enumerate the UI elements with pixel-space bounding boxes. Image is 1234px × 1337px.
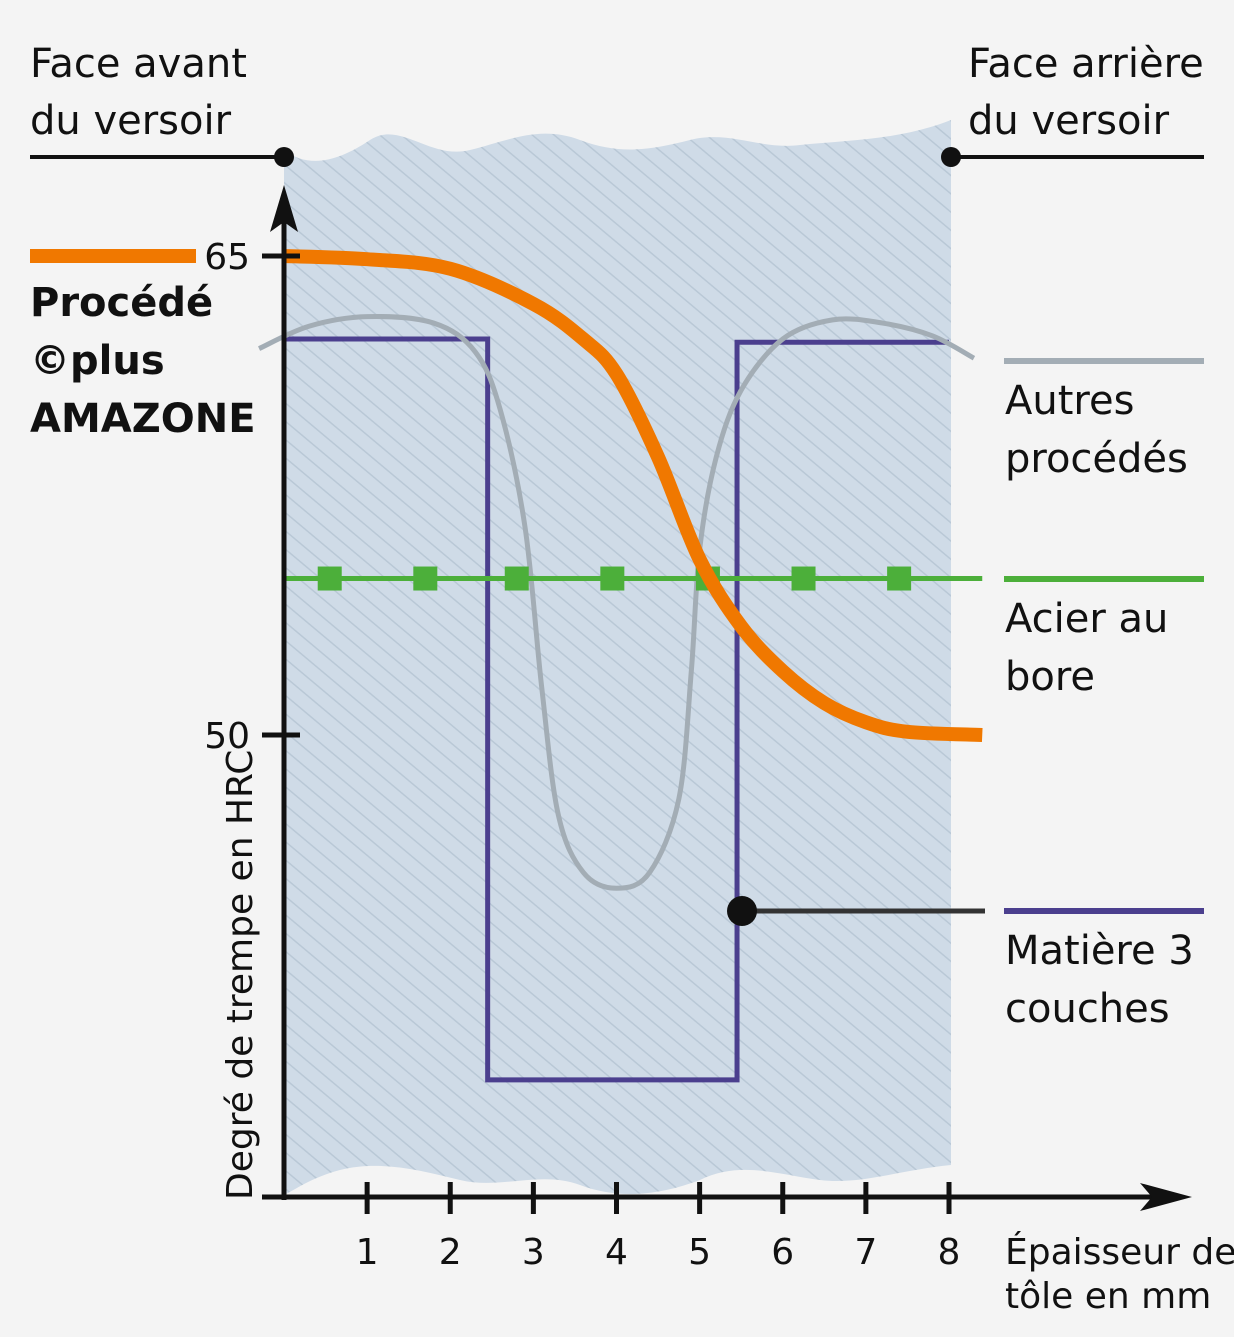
back-face-label-1: Face arrière: [968, 41, 1204, 87]
boron-steel-marker: [600, 566, 625, 591]
y-tick-label: 65: [204, 237, 250, 278]
x-tick-label: 1: [356, 1232, 379, 1273]
legend-three-layer: Matière 3 couches: [727, 896, 1204, 1032]
series-other-processes-line: [258, 314, 976, 891]
legend-three-layer-label-1: Matière 3: [1005, 928, 1194, 974]
x-axis-label-2: tôle en mm: [1005, 1276, 1211, 1317]
boron-steel-marker: [887, 566, 912, 591]
legend-other-label-1: Autres: [1005, 378, 1134, 424]
three-layer-pointer-dot: [727, 896, 757, 926]
boron-steel-marker: [317, 566, 342, 591]
series-amazone-line: [283, 249, 983, 742]
series-three-layer-line: [284, 336, 949, 1083]
tick-layer: 1 2 3 4 5 6 7 8 65 50: [204, 237, 960, 1273]
axes: [262, 185, 1192, 1211]
x-axis-arrow-icon: [1140, 1183, 1192, 1211]
boron-steel-marker: [791, 566, 816, 591]
x-axis-label-1: Épaisseur de: [1005, 1231, 1234, 1273]
boron-steel-marker: [504, 566, 529, 591]
legend-amazone-label-3: AMAZONE: [30, 396, 256, 442]
y-axis-arrow-icon: [270, 185, 298, 232]
front-face-marker: [274, 147, 294, 167]
steel-sheet-area: [284, 120, 951, 1195]
x-tick-label: 2: [439, 1232, 462, 1273]
legend-boron-label-2: bore: [1005, 654, 1095, 700]
back-face-marker: [941, 147, 961, 167]
x-tick-label: 7: [854, 1232, 877, 1273]
x-tick-label: 4: [605, 1232, 628, 1273]
series-layer: [258, 249, 983, 1083]
front-face-label-1: Face avant: [30, 41, 247, 87]
legend-other-label-2: procédés: [1005, 436, 1188, 482]
x-tick-label: 5: [688, 1232, 711, 1273]
top-reference-lines: [30, 147, 1204, 167]
x-tick-label: 3: [522, 1232, 545, 1273]
back-face-label-2: du versoir: [968, 98, 1170, 144]
x-tick-label: 6: [771, 1232, 794, 1273]
legend-amazone-label-1: Procédé: [30, 280, 213, 326]
legend-three-layer-label-2: couches: [1005, 986, 1170, 1032]
legend-amazone: Procédé ©plus AMAZONE: [30, 249, 256, 442]
x-tick-label: 8: [938, 1232, 961, 1273]
legend-other-processes: Autres procédés: [1004, 358, 1204, 482]
legend-boron-steel: Acier au bore: [1004, 576, 1204, 700]
y-tick-label: 50: [204, 716, 250, 757]
legend-amazone-label-2: ©plus: [30, 338, 165, 384]
y-axis-label: Degré de trempe en HRC: [220, 750, 261, 1200]
front-face-label-2: du versoir: [30, 98, 232, 144]
boron-steel-marker: [413, 566, 438, 591]
legend-boron-label-1: Acier au: [1005, 596, 1168, 642]
